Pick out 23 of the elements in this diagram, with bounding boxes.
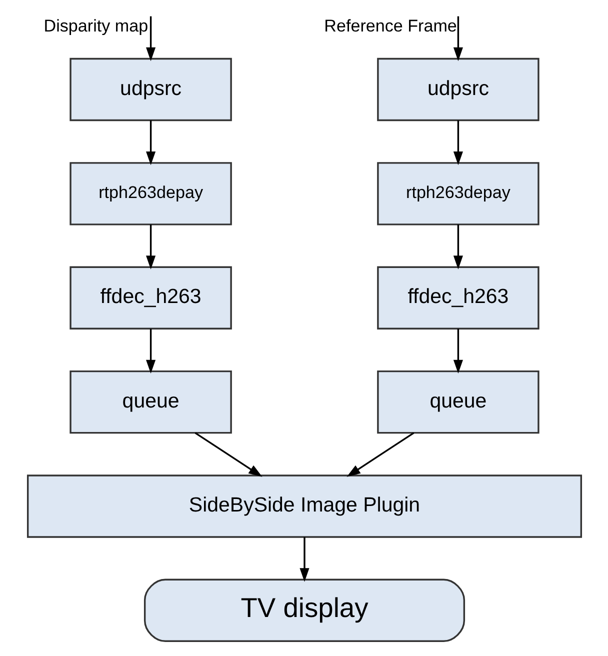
node-box: queue [376,370,539,434]
arrow [146,224,156,270]
node-box: SideBySide Image Plugin [26,474,582,538]
node-box: ffdec_h263 [69,266,232,330]
arrow [346,432,414,477]
node-box: rtph263depay [376,162,539,226]
arrow [146,120,156,166]
node-box: rtph263depay [69,162,232,226]
arrow [452,16,462,62]
node-box: queue [69,370,232,434]
arrow [146,328,156,374]
arrow [146,16,156,62]
arrow [452,224,462,270]
arrow [452,120,462,166]
node-box: TV display [143,578,465,642]
arrow [299,537,309,582]
edge-label: Reference Frame [324,16,456,36]
node-box: udpsrc [376,58,539,122]
arrow [452,328,462,374]
edge-label: Disparity map [43,16,148,36]
node-box: udpsrc [69,58,232,122]
node-box: ffdec_h263 [376,266,539,330]
arrow [194,432,262,477]
